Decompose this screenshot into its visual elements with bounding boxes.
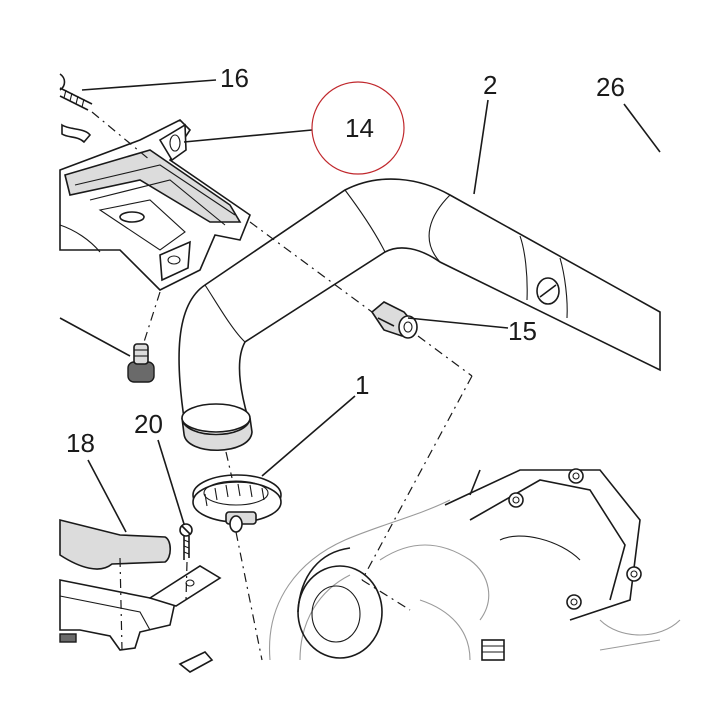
coolant-hose: [178, 178, 661, 451]
clip-15: [370, 301, 418, 339]
callout-1: 1: [355, 370, 369, 400]
engine-casing: [268, 468, 681, 661]
callout-14: 14: [345, 113, 374, 143]
assembly-axes: [91, 111, 473, 661]
callout-18: 18: [66, 428, 95, 458]
screw-16: [59, 73, 93, 111]
callout-20: 20: [134, 409, 163, 439]
callout-15: 15: [508, 316, 537, 346]
highlight-circle: [311, 81, 405, 175]
callout-2: 2: [483, 70, 497, 100]
bracket-plate-18: [59, 518, 222, 673]
bracket-14: [59, 119, 251, 291]
screw-20: [179, 523, 193, 560]
callout-26: 26: [596, 72, 625, 102]
callout-16: 16: [220, 63, 249, 93]
hose-clamp-1: [192, 474, 282, 533]
leader-lines: [59, 79, 661, 533]
bolt-grommet: [127, 343, 155, 383]
